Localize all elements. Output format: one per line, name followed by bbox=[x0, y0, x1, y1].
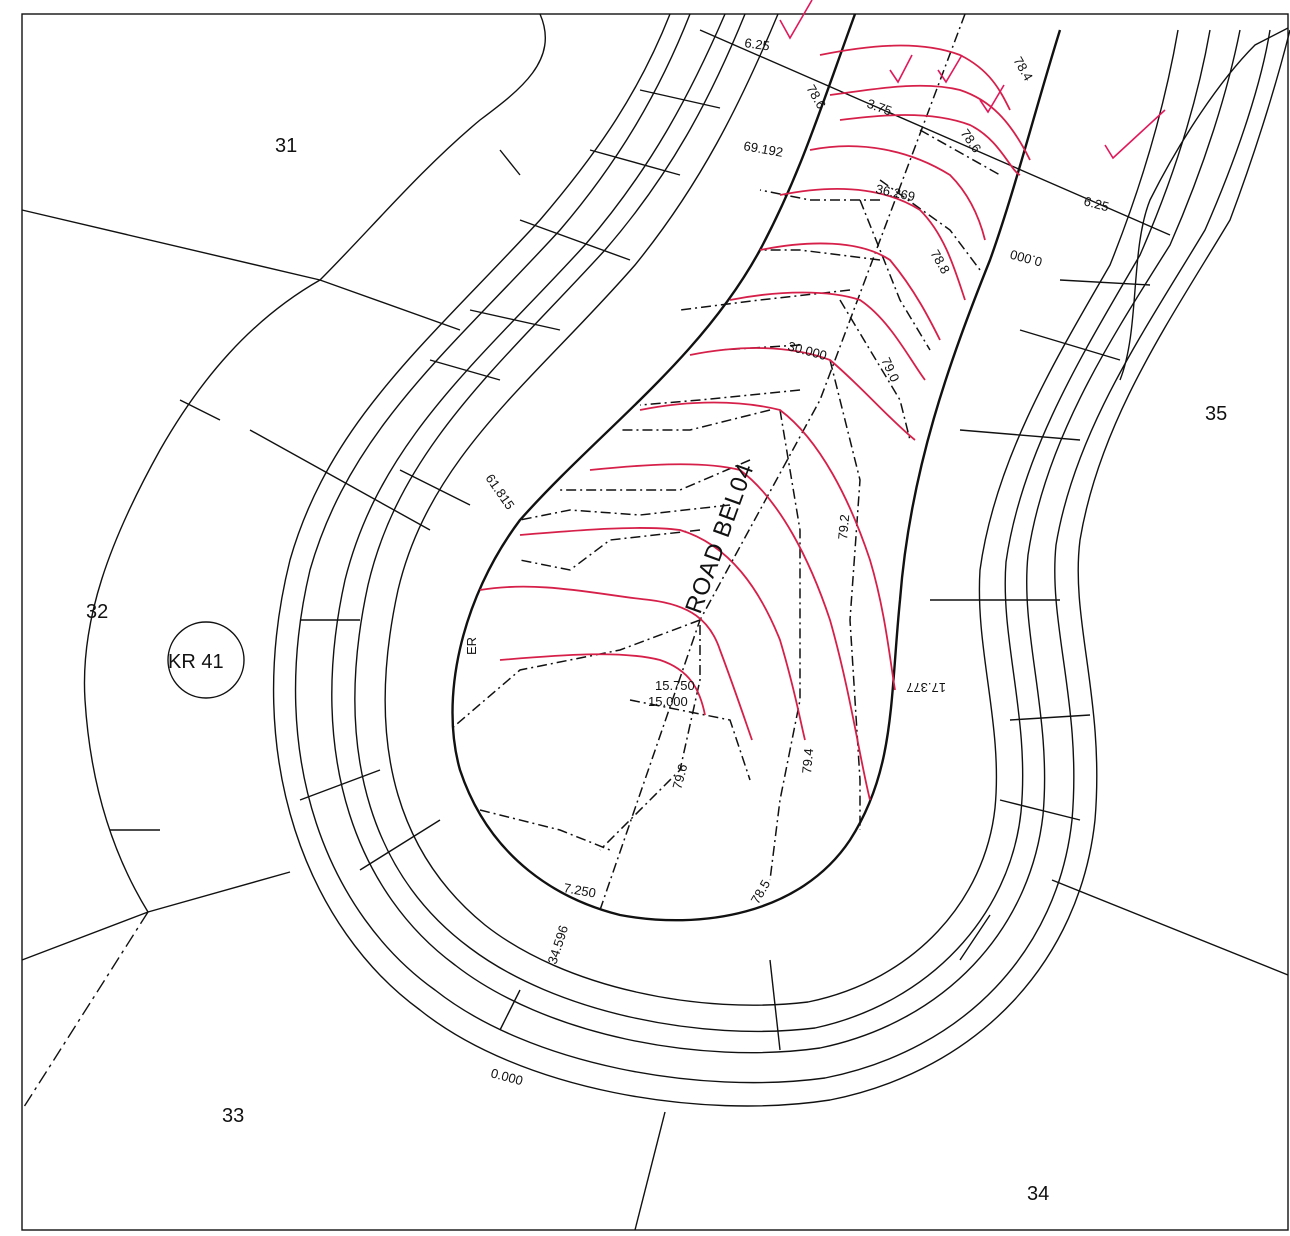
lot-33-label: 33 bbox=[222, 1105, 244, 1127]
edge-of-road-label: ER bbox=[464, 637, 479, 655]
contour-label-79-4: 79.4 bbox=[799, 748, 816, 775]
chainage-label-0-000-east: 0.000 bbox=[1008, 247, 1043, 270]
chainage-label-69-192: 69.192 bbox=[742, 138, 784, 160]
road-outlines bbox=[272, 13, 1290, 1107]
chainage-label-7-250: 7.250 bbox=[562, 880, 597, 900]
sheet-border bbox=[21, 13, 1289, 1231]
contour-lines bbox=[479, 44, 1031, 801]
lot-boundaries bbox=[21, 13, 1289, 1231]
chainage-label-61-815: 61.815 bbox=[483, 471, 518, 512]
contour-label-78-8: 78.8 bbox=[927, 247, 953, 276]
contour-label-78-5: 78.5 bbox=[748, 877, 774, 906]
chainage-label-15-750: 15.750 bbox=[655, 678, 695, 693]
lot-35-label: 35 bbox=[1205, 403, 1227, 425]
chainage-label-36-269: 36.269 bbox=[874, 181, 916, 204]
width-label-centre: 3.75 bbox=[865, 96, 894, 119]
contour-label-78-4: 78.4 bbox=[1010, 54, 1036, 83]
width-label-east: 6.25 bbox=[1082, 193, 1110, 214]
lot-32-label: 32 bbox=[86, 601, 108, 623]
check-marks bbox=[779, 0, 1166, 160]
survey-marker-circle bbox=[167, 621, 245, 699]
chainage-label-30-000: 30.000 bbox=[786, 338, 828, 363]
lot-34-label: 34 bbox=[1027, 1183, 1049, 1205]
contour-label-79-2: 79.2 bbox=[835, 514, 852, 541]
contour-label-79-6: 79.6 bbox=[669, 762, 690, 790]
width-label-west: 6.25 bbox=[744, 35, 771, 53]
contour-label-78-6-top: 78.6 bbox=[803, 82, 829, 111]
setout-lines bbox=[449, 13, 1001, 911]
chainage-label-17-377: 17.377 bbox=[906, 680, 946, 695]
lot-31-label: 31 bbox=[275, 135, 297, 157]
section-ticks bbox=[110, 29, 1171, 1051]
road-name-label: ROAD BEL04 bbox=[680, 459, 759, 617]
chainage-label-34-596: 34.596 bbox=[545, 923, 572, 965]
chainage-label-15-000: 15.000 bbox=[648, 694, 688, 709]
chainage-label-0-000-south: 0.000 bbox=[489, 1065, 524, 1088]
survey-marker-label: KR 41 bbox=[168, 651, 224, 673]
